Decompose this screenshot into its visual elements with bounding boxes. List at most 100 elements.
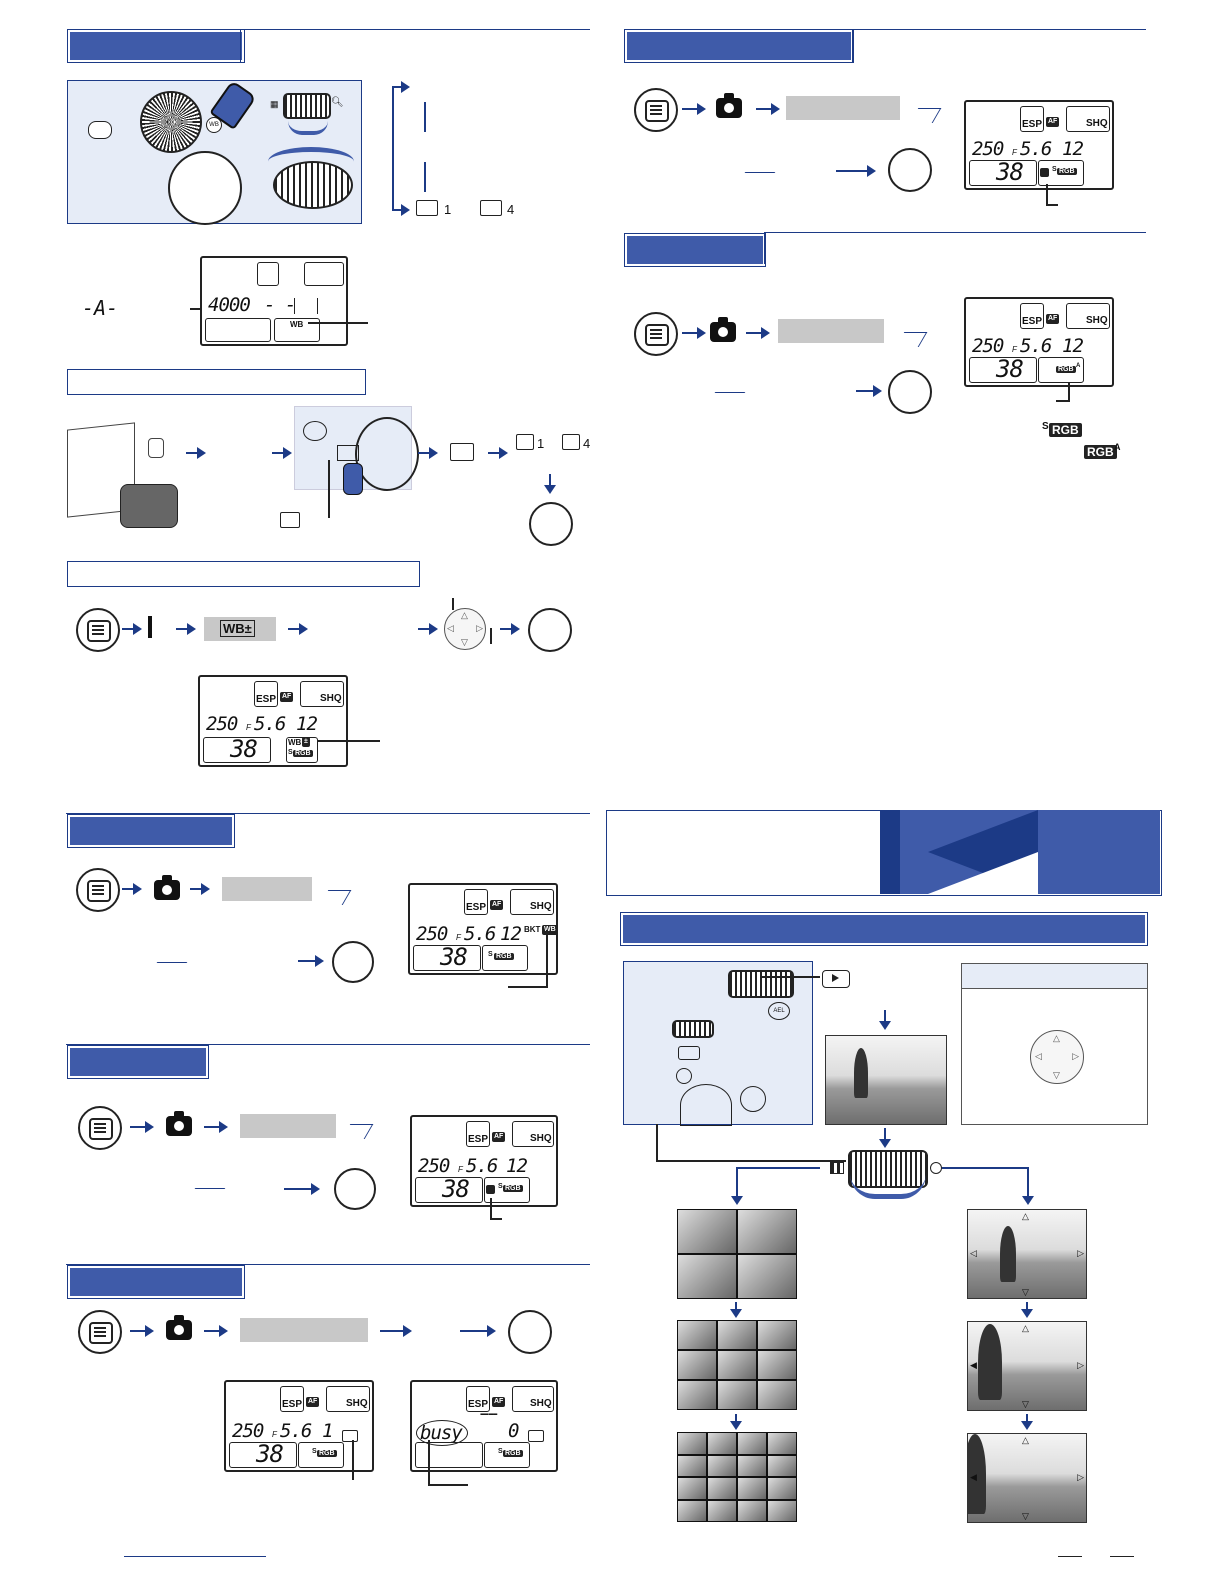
footer-rule <box>1110 1556 1134 1557</box>
flow-arrow <box>756 103 780 115</box>
flow-arrow-down <box>879 1010 891 1030</box>
af-badge: AF <box>490 900 504 910</box>
zoom-photo-3: △ ▽ ◀ ▷ <box>967 1433 1087 1523</box>
flash-button[interactable] <box>88 121 112 139</box>
thumbnail <box>718 1321 756 1349</box>
flow-arrow <box>272 447 292 459</box>
bkt-wb-badge: WB <box>542 925 558 935</box>
banner-white-wedge <box>1038 810 1160 894</box>
quality-label: SHQ <box>530 901 552 912</box>
af-badge: AF <box>306 1397 320 1407</box>
ok-button[interactable] <box>888 370 932 414</box>
thumbnail <box>738 1455 766 1476</box>
frame-counter: 38 <box>230 735 258 763</box>
zoom-lever[interactable] <box>728 970 794 998</box>
section-header-white-balance <box>68 30 244 62</box>
menu-item-box[interactable] <box>786 96 900 120</box>
menu-item-box[interactable] <box>240 1318 368 1342</box>
index-grid-4 <box>677 1209 797 1299</box>
section-rule <box>240 29 590 30</box>
thumbnail <box>768 1478 796 1499</box>
sub-dial[interactable] <box>168 151 242 225</box>
wb-comp-menu-item[interactable]: WB± <box>204 617 276 641</box>
ok-button[interactable] <box>529 502 573 546</box>
frames-left: 12 <box>1062 138 1084 160</box>
tree <box>978 1324 1002 1400</box>
menu-button[interactable] <box>634 312 678 356</box>
section-header-bracketing <box>68 815 234 847</box>
section-frame <box>852 29 853 62</box>
lcd-cell <box>464 889 488 915</box>
wb-button[interactable]: WB <box>206 117 222 133</box>
arrow-pad[interactable]: △▽◁▷ <box>444 608 486 650</box>
ok-button[interactable] <box>508 1310 552 1354</box>
rotate-arrow-icon <box>850 1174 926 1199</box>
index-icon <box>830 1162 844 1174</box>
down-left-arrow-icon <box>341 1124 374 1139</box>
thumbnail <box>718 1381 756 1409</box>
f-prefix: F <box>246 723 251 732</box>
zoom-lever-small[interactable] <box>672 1020 714 1038</box>
scroll-down-icon: ▽ <box>1022 1399 1029 1409</box>
shutter-button[interactable] <box>303 421 327 441</box>
flow-arrow-down <box>1021 1302 1033 1318</box>
af-badge: AF <box>280 692 294 702</box>
noise-reduction-icon <box>486 1185 495 1194</box>
color-space-badge: RGB <box>1056 366 1076 373</box>
flow-arrow-down <box>731 1167 743 1205</box>
ok-button[interactable] <box>740 1086 766 1112</box>
menu-button[interactable] <box>76 868 120 912</box>
ok-button[interactable] <box>334 1168 376 1210</box>
lcd-wb-label: WB <box>288 738 302 747</box>
flow-arrow <box>682 103 706 115</box>
srgb-legend-badge: RGB <box>1049 423 1082 437</box>
mode-dial[interactable] <box>140 91 202 153</box>
color-mode-icon <box>1040 168 1049 177</box>
wb-comp-badge: ± <box>302 737 310 747</box>
lcd-adobe-rgb: ESP AF SHQ 250 F 5.6 12 38 RGB A <box>964 297 1114 387</box>
arrow-pad[interactable] <box>680 1084 732 1126</box>
wb-button[interactable] <box>337 445 359 461</box>
playback-button[interactable] <box>678 1046 700 1060</box>
section-header-playback <box>621 913 1147 945</box>
menu-item-box[interactable] <box>778 319 884 343</box>
sequence-icon <box>342 1430 358 1442</box>
frames-left: 12 <box>1062 335 1084 357</box>
menu-button[interactable] <box>78 1106 122 1150</box>
callout-line <box>428 1484 468 1486</box>
step-arrow <box>392 81 410 93</box>
quality-label: SHQ <box>320 693 342 704</box>
menu-item-box[interactable] <box>222 877 312 901</box>
tree <box>968 1434 986 1514</box>
flow-arrow <box>418 447 438 459</box>
ok-button[interactable] <box>332 941 374 983</box>
camera-icon <box>710 317 736 342</box>
thumbnail <box>678 1351 716 1379</box>
menu-button[interactable] <box>676 1068 692 1084</box>
ok-button[interactable] <box>888 148 932 192</box>
ok-button[interactable] <box>528 608 572 652</box>
thumbnail <box>738 1255 796 1298</box>
menu-button[interactable] <box>634 88 678 132</box>
menu-button[interactable] <box>78 1310 122 1354</box>
esp-label: ESP <box>468 1399 489 1410</box>
thumbnail <box>678 1433 706 1454</box>
menu-item-box[interactable] <box>240 1114 336 1138</box>
thumbnail <box>768 1500 796 1521</box>
camera-icon <box>716 93 742 118</box>
color-space-badge: RGB <box>494 953 514 960</box>
color-space-badge: RGB <box>1057 168 1077 175</box>
callout-line <box>656 1160 846 1162</box>
lcd-wb: 4000 - - WB <box>200 256 348 346</box>
frames-left: 12 <box>500 923 522 945</box>
bracket-frame <box>294 298 318 314</box>
flow-arrow-down <box>730 1414 742 1430</box>
ael-button[interactable]: AEL <box>768 1002 790 1020</box>
section-rule <box>66 813 590 814</box>
frames-zero: 0 <box>508 1420 519 1442</box>
lcd-cell <box>274 318 320 342</box>
callout-line <box>1046 184 1048 204</box>
menu-button[interactable] <box>76 608 120 652</box>
frame-counter: 38 <box>996 158 1024 186</box>
lcd-cell <box>280 1386 304 1412</box>
